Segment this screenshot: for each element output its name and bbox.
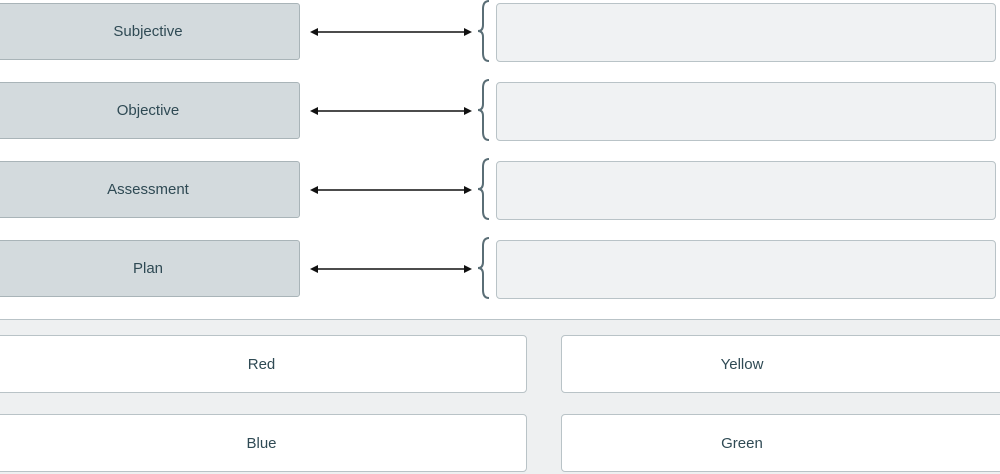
double-arrow-icon bbox=[310, 28, 472, 36]
match-row: Assessment bbox=[0, 158, 1000, 220]
term-plan: Plan bbox=[0, 240, 300, 297]
option-label: Yellow bbox=[720, 355, 764, 373]
term-label: Subjective bbox=[113, 23, 183, 40]
left-brace-icon bbox=[477, 0, 490, 62]
term-assessment: Assessment bbox=[0, 161, 300, 218]
option-chip-red[interactable]: Red bbox=[0, 335, 527, 393]
drop-zone-assessment[interactable] bbox=[496, 161, 996, 220]
match-row: Plan bbox=[0, 237, 1000, 299]
left-brace-icon bbox=[477, 237, 490, 299]
term-label: Plan bbox=[132, 260, 164, 277]
term-label: Assessment bbox=[107, 181, 189, 198]
double-arrow-icon bbox=[310, 186, 472, 194]
drop-zone-objective[interactable] bbox=[496, 82, 996, 141]
match-row: Objective bbox=[0, 79, 1000, 141]
term-label: Objective bbox=[116, 102, 180, 119]
term-subjective: Subjective bbox=[0, 3, 300, 60]
option-label: Blue bbox=[246, 434, 277, 452]
option-chip-blue[interactable]: Blue bbox=[0, 414, 527, 472]
match-row: Subjective bbox=[0, 0, 1000, 62]
double-arrow-icon bbox=[310, 107, 472, 115]
left-brace-icon bbox=[477, 79, 490, 141]
option-chip-yellow[interactable]: Yellow bbox=[561, 335, 1000, 393]
option-chip-green[interactable]: Green bbox=[561, 414, 1000, 472]
option-label: Green bbox=[721, 434, 763, 452]
drop-zone-plan[interactable] bbox=[496, 240, 996, 299]
option-label: Red bbox=[247, 355, 276, 373]
double-arrow-icon bbox=[310, 265, 472, 273]
left-brace-icon bbox=[477, 158, 490, 220]
answer-bank: Red Yellow Blue Green bbox=[0, 319, 1000, 474]
drop-zone-subjective[interactable] bbox=[496, 3, 996, 62]
term-objective: Objective bbox=[0, 82, 300, 139]
